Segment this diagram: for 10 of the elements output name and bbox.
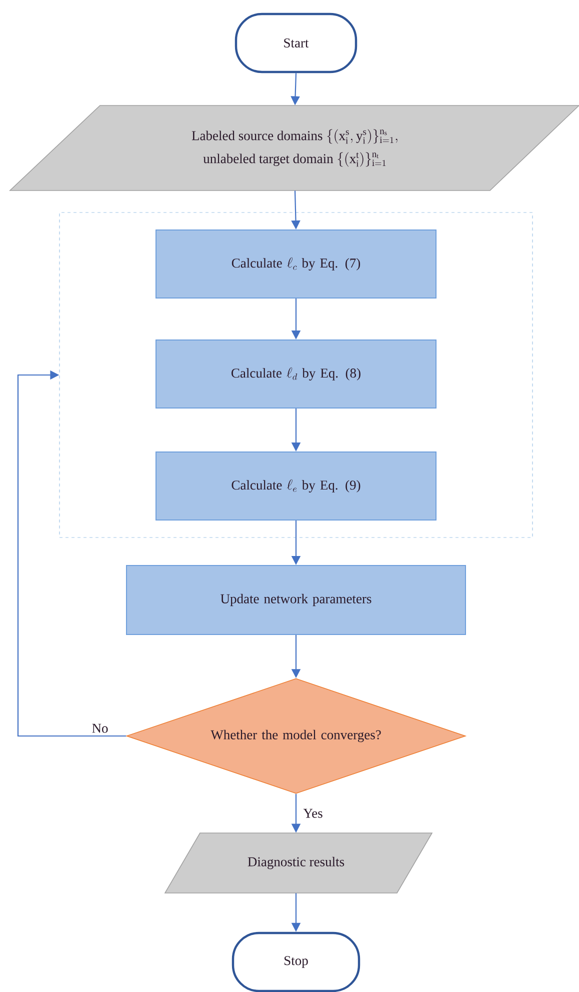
arrow (17, 370, 126, 737)
terminal-box: Start (234, 12, 358, 74)
edge-label: Yes (302, 808, 324, 819)
dashed-group-box (59, 212, 533, 538)
process-box: Calculate $\ell_c$ by Eq. (7) (156, 230, 436, 298)
process-box: Update network parameters (126, 565, 466, 635)
process-box: Calculate $\ell_e$ by Eq. (9) (156, 452, 436, 520)
terminal-box: Stop (232, 932, 360, 992)
edge-label: No (90, 722, 110, 734)
process-box: Calculate $\ell_d$ by Eq. (8) (156, 340, 436, 408)
